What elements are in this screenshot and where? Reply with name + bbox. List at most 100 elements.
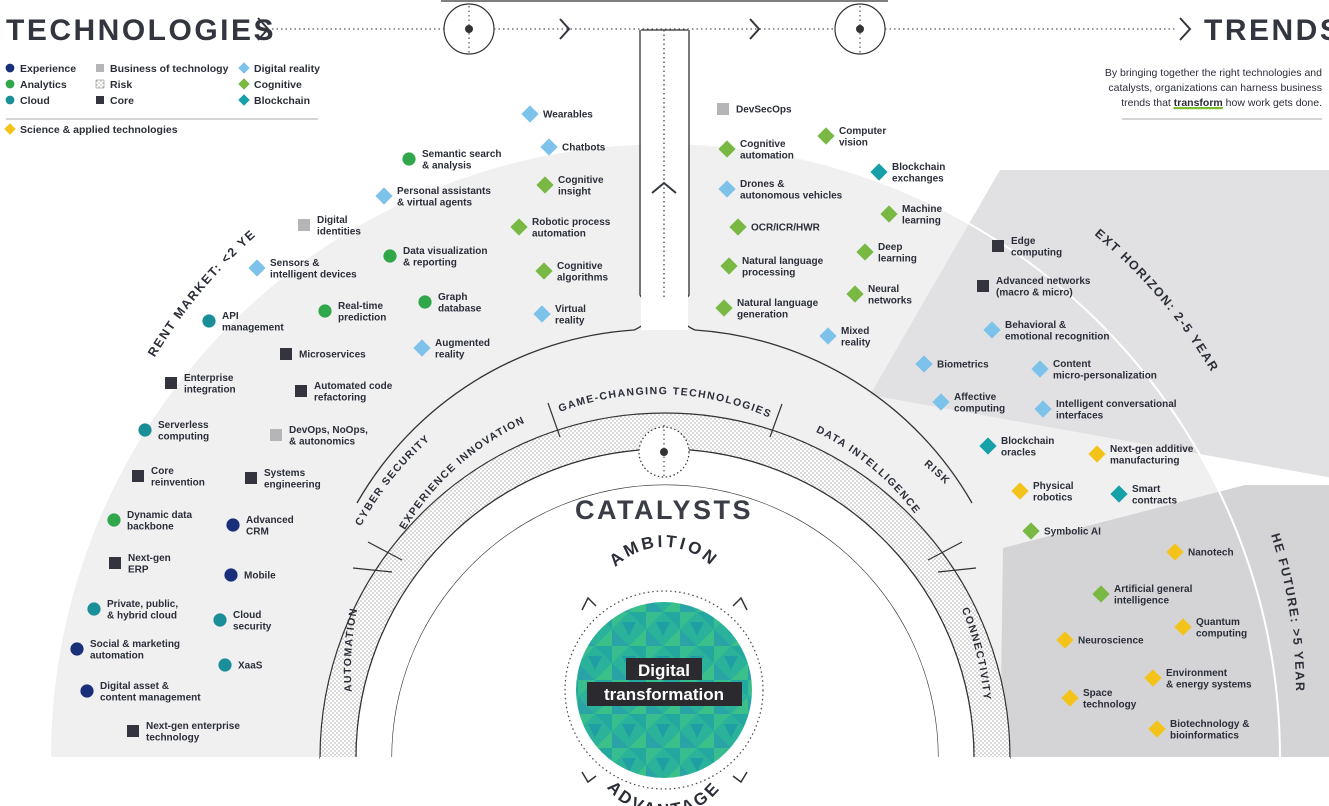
legend-item-digital-reality: Digital reality xyxy=(238,62,320,75)
square-marker-icon xyxy=(717,103,729,115)
legend-label: Analytics xyxy=(20,79,67,91)
tech-item-label: Personal assistants& virtual agents xyxy=(397,186,491,209)
intro-line-3: trends that transform how work gets done… xyxy=(1121,97,1322,109)
tech-item-advanced-networks-macro-micro: Advanced networks(macro & micro) xyxy=(977,276,1091,299)
legend-label: Business of technology xyxy=(110,63,229,75)
tech-item-environment-energy-systems: Environment& energy systems xyxy=(1144,668,1252,691)
dot-marker-icon xyxy=(87,602,101,616)
highlight-underline xyxy=(1173,107,1223,110)
legend-item-blockchain: Blockchain xyxy=(238,94,310,107)
dot-marker-icon xyxy=(70,642,84,656)
legend-item-cloud: Cloud xyxy=(5,95,50,107)
tech-item-label: Wearables xyxy=(543,110,593,121)
legend-label: Cognitive xyxy=(254,79,302,91)
center-line-1: Digital xyxy=(638,661,690,680)
intro-line-2: catalysts, organizations can harness bus… xyxy=(1108,82,1322,94)
tech-item-semantic-search-analysis: Semantic search& analysis xyxy=(402,149,502,172)
tech-item-label: Digital asset &content management xyxy=(100,681,201,704)
diamond-marker-icon xyxy=(1011,482,1029,500)
tech-item-label: Sensors &intelligent devices xyxy=(270,258,357,281)
chevron-right-icon xyxy=(257,17,270,41)
diamond-marker-icon xyxy=(238,94,250,106)
diamond-marker-icon xyxy=(915,355,933,373)
diamond-marker-icon xyxy=(817,127,835,145)
tech-item-label: Mobile xyxy=(244,571,276,582)
dot-marker-icon xyxy=(202,314,216,328)
diamond-marker-icon xyxy=(1088,445,1106,463)
dot-marker-icon xyxy=(80,684,94,698)
connector xyxy=(356,29,973,504)
diamond-marker-icon xyxy=(983,321,1001,339)
tech-item-label: Biotechnology &bioinformatics xyxy=(1170,719,1249,742)
square-marker-icon xyxy=(270,429,282,441)
diamond-marker-icon xyxy=(718,140,736,158)
chevron-right-icon xyxy=(559,18,571,40)
diamond-marker-icon xyxy=(535,262,553,280)
square-marker-icon xyxy=(295,385,307,397)
tech-item-biometrics: Biometrics xyxy=(915,355,989,373)
dot-marker-icon xyxy=(226,518,240,532)
diamond-marker-icon xyxy=(1022,522,1040,540)
diamond-marker-icon xyxy=(846,285,864,303)
arrow-icon xyxy=(732,771,748,784)
diamond-marker-icon xyxy=(1092,585,1110,603)
tech-item-chatbots: Chatbots xyxy=(540,138,606,156)
svg-text:CURRENT MARKET: <2 YEARS: CURRENT MARKET: <2 YEARS xyxy=(0,0,259,359)
diamond-marker-icon xyxy=(248,259,266,277)
legend-label: Risk xyxy=(110,79,132,91)
diamond-marker-icon xyxy=(932,393,950,411)
legend-item-cognitive: Cognitive xyxy=(238,78,302,91)
dot-marker-icon xyxy=(5,95,15,105)
tech-item-symbolic-ai: Symbolic AI xyxy=(1022,522,1101,540)
legend-item-science-applied-technologies: Science & applied technologies xyxy=(4,123,178,136)
tech-item-label: OCR/ICR/HWR xyxy=(751,223,821,234)
legend-label: Core xyxy=(110,95,134,107)
tech-item-devops-noops-autonomics: DevOps, NoOps,& autonomics xyxy=(270,425,368,448)
diamond-marker-icon xyxy=(1144,669,1162,687)
legend-label: Digital reality xyxy=(254,63,320,75)
legend-item-business-of-technology: Business of technology xyxy=(96,63,229,75)
header: TECHNOLOGIES TRENDS By bringing together… xyxy=(6,0,1329,120)
tech-item-private-public-hybrid-cloud: Private, public,& hybrid cloud xyxy=(87,599,178,622)
current-market-label: CURRENT MARKET: <2 YEARS xyxy=(0,0,257,359)
diamond-marker-icon xyxy=(1061,689,1079,707)
tech-item-label: Private, public,& hybrid cloud xyxy=(107,599,178,622)
dot-marker-icon xyxy=(318,304,332,318)
tech-item-label: Drones &autonomous vehicles xyxy=(740,179,843,202)
tech-item-label: Advanced networks(macro & micro) xyxy=(996,276,1091,299)
diamond-marker-icon xyxy=(536,176,554,194)
